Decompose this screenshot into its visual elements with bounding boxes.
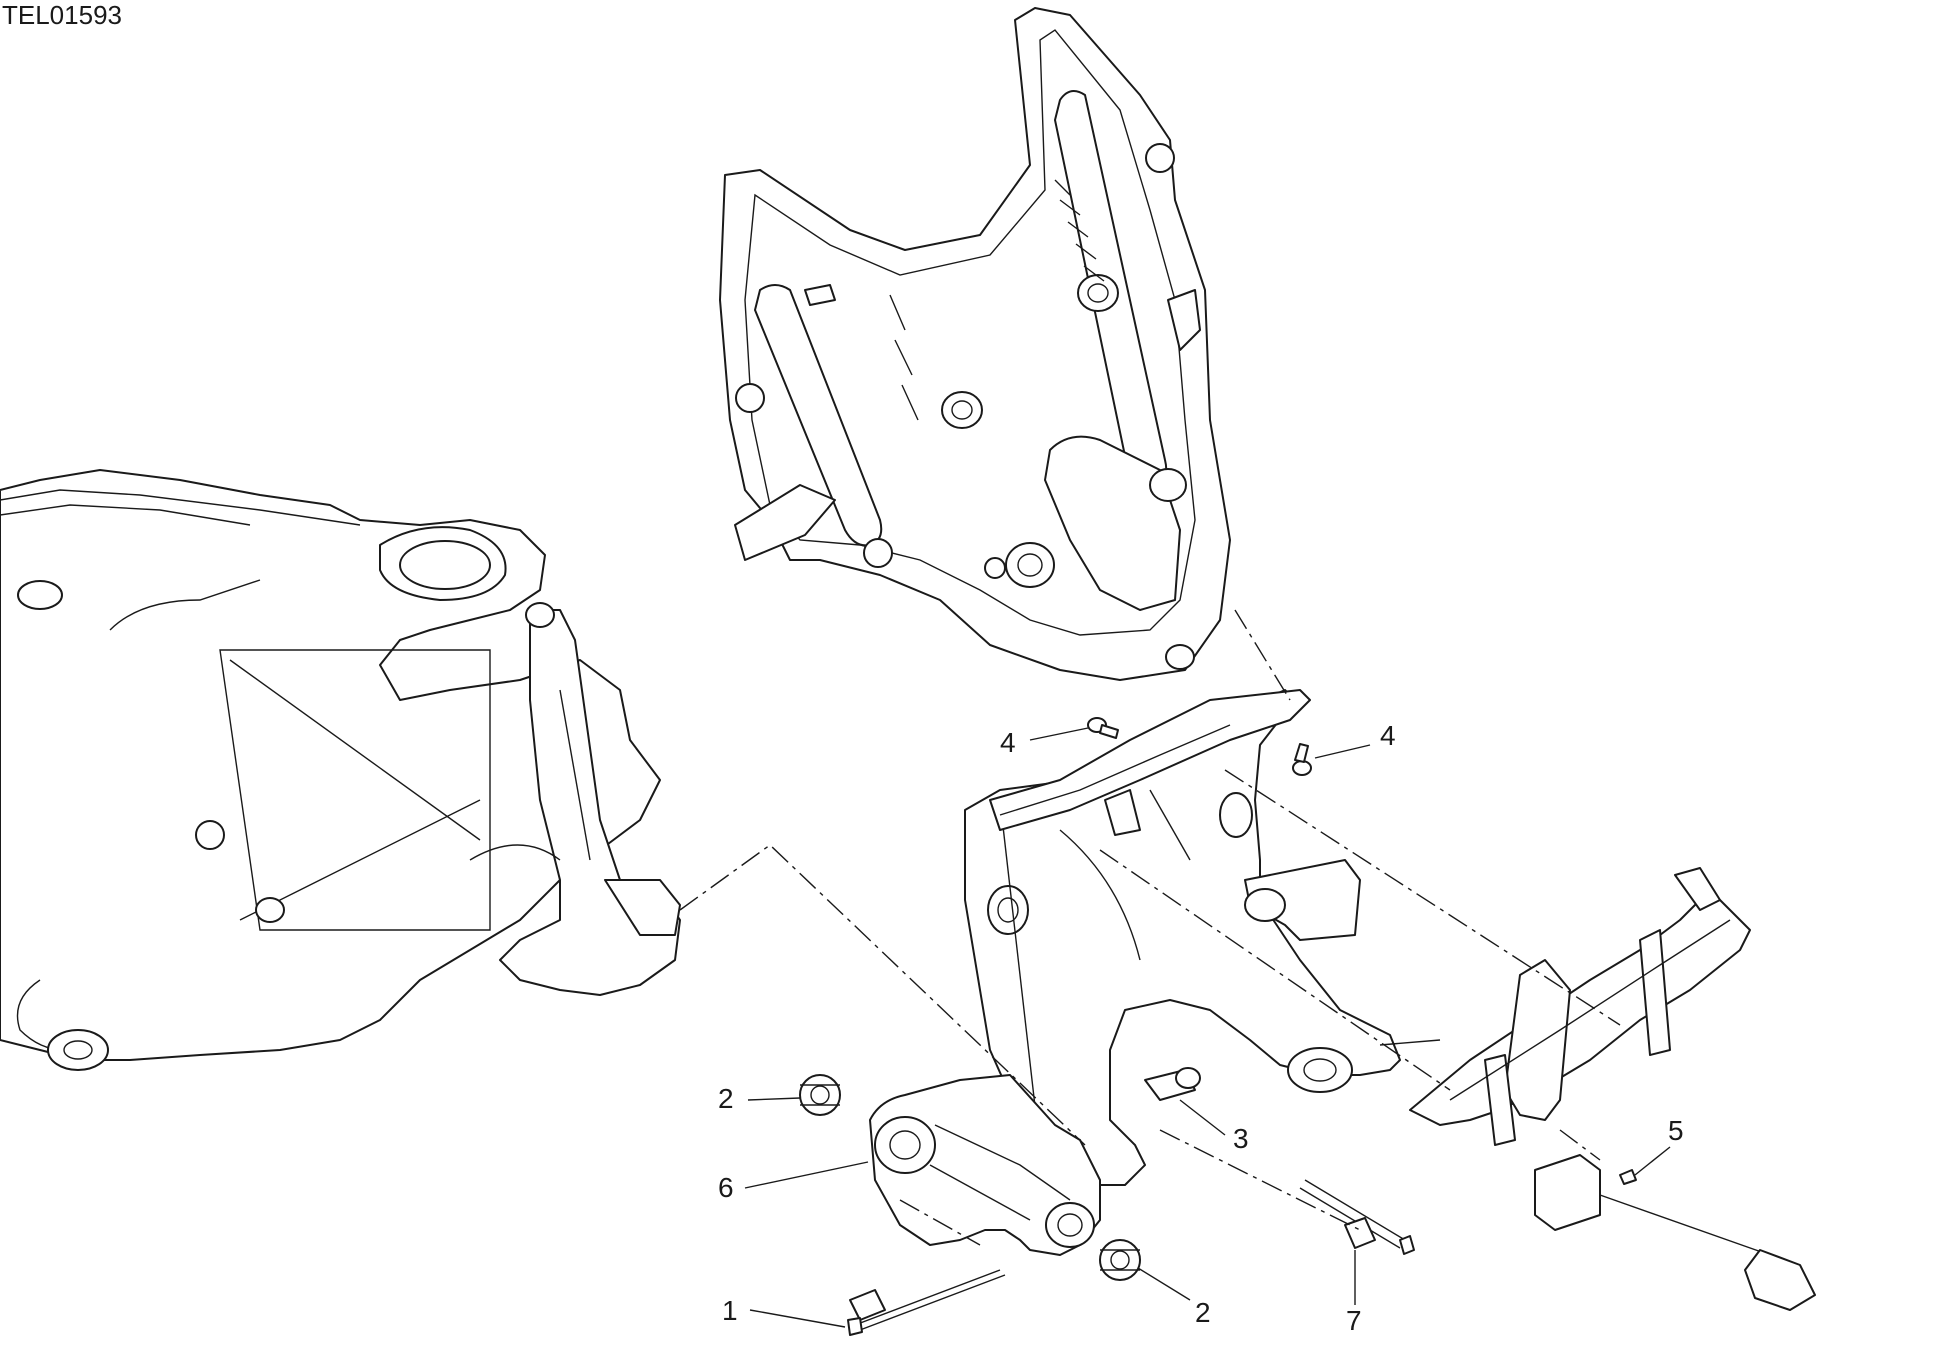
top-plate [989, 689, 1311, 831]
callout-1: 1 [722, 1295, 738, 1326]
cable-tie-7 [1299, 1179, 1415, 1255]
callouts: 1 2 2 3 4 4 5 6 7 [718, 720, 1684, 1336]
drawing-code: TEL01593 [2, 0, 122, 30]
leader-lines [744, 727, 1671, 1328]
cable-tie-1 [847, 1269, 1006, 1336]
callout-2-upper: 2 [718, 1083, 734, 1114]
callout-5: 5 [1668, 1115, 1684, 1146]
central-bracket [964, 689, 1441, 1186]
alignment-lines [679, 609, 1621, 1246]
callout-6: 6 [718, 1172, 734, 1203]
bolt-4-right [1292, 743, 1312, 776]
footpeg-hanger [869, 1074, 1101, 1256]
callout-2-lower: 2 [1195, 1297, 1211, 1328]
callout-3: 3 [1233, 1123, 1249, 1154]
bolt-4-left [1087, 717, 1119, 739]
bolt-3 [1144, 1067, 1201, 1101]
sensor-unit [1534, 1154, 1816, 1311]
callout-4-left: 4 [1000, 727, 1016, 758]
callout-7: 7 [1346, 1305, 1362, 1336]
upper-bracket [719, 7, 1231, 681]
grommet-2-upper [799, 1074, 841, 1116]
sensor-bracket [1409, 867, 1751, 1146]
grommet-2-lower [1099, 1239, 1141, 1281]
main-frame [0, 469, 681, 1071]
callout-4-right: 4 [1380, 720, 1396, 751]
